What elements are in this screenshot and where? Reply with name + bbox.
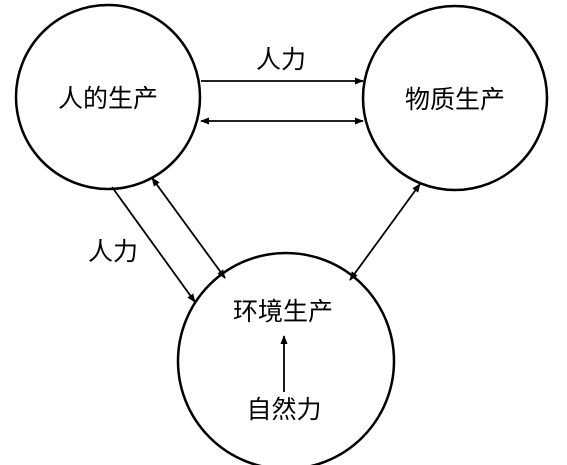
arrow-material-environment-bidirectional [349, 183, 421, 281]
node-human-label: 人的生产 [58, 84, 158, 113]
arrow-human-environment-bidirectional [151, 177, 226, 279]
label-human-to-material: 人力 [256, 45, 306, 74]
node-environment-production: 环境生产 [176, 251, 396, 465]
node-material-label: 物质生产 [405, 85, 505, 114]
node-human-production: 人的生产 [14, 3, 202, 191]
label-human-to-environment: 人力 [88, 237, 138, 266]
label-nature-force: 自然力 [246, 395, 321, 424]
node-environment-circle [176, 251, 396, 465]
node-human-circle [14, 3, 202, 191]
node-material-production: 物质生产 [361, 4, 549, 192]
node-material-circle [361, 4, 549, 192]
node-environment-label: 环境生产 [233, 297, 333, 326]
